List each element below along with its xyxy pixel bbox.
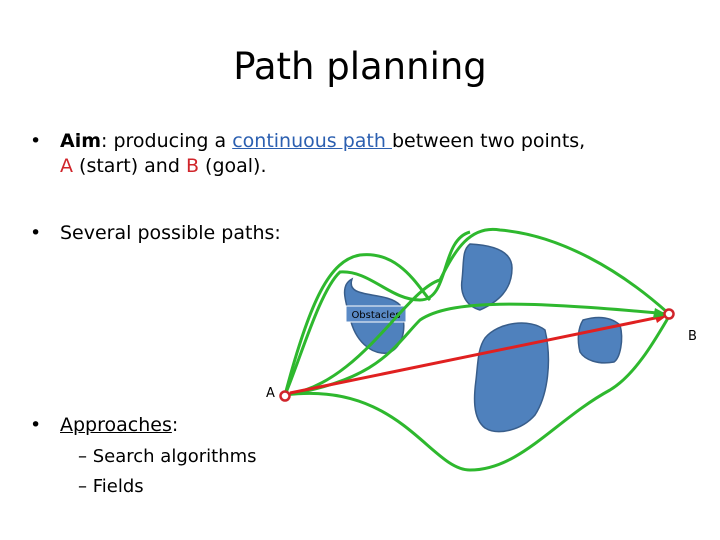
- obstacles-label-box: [345, 305, 407, 323]
- approach-item: – Search algorithms: [78, 446, 257, 467]
- bullet-paths-text: Several possible paths:: [60, 222, 281, 244]
- point-a-ref: A: [60, 155, 73, 177]
- obstacle-shape: [473, 322, 550, 433]
- point-b-ref: B: [185, 155, 199, 177]
- bullet-aim-line1: Aim: producing a continuous path between…: [60, 130, 585, 153]
- bullet-paths: • Several possible paths:: [30, 222, 430, 248]
- slide-title: Path planning: [233, 45, 487, 88]
- path-route-outer: [283, 230, 471, 396]
- path-route-upper-loop: [284, 227, 670, 397]
- point-a-label: A: [266, 386, 275, 401]
- point-b-label: B: [688, 329, 697, 344]
- path-route-lower: [284, 317, 670, 472]
- bullet-aim-line2: A (start) and B (goal).: [60, 155, 267, 178]
- obstacle-shape: [460, 243, 513, 311]
- point-a-marker: [279, 390, 291, 402]
- aim-text-b: between two points,: [391, 130, 586, 152]
- approaches-label: Approaches: [60, 414, 172, 436]
- bullet-marker: •: [30, 414, 42, 436]
- continuous-path-link[interactable]: continuous path: [232, 130, 392, 152]
- bullet-approaches: • Approaches:: [30, 414, 330, 440]
- aim-text-a: : producing a: [101, 130, 233, 152]
- path-route-middle: [284, 302, 669, 397]
- obstacle-shape: [577, 316, 623, 364]
- obstacles-label: Obstacles: [351, 310, 400, 321]
- bullet-approaches-text: Approaches:: [60, 414, 178, 437]
- bullet-marker: •: [30, 130, 42, 152]
- point-b-marker: [663, 308, 675, 320]
- path-straight-line: [289, 315, 661, 395]
- bullet-marker: •: [30, 222, 42, 244]
- bullet-aim: • Aim: producing a continuous path betwe…: [30, 130, 710, 180]
- approaches-suffix: :: [171, 414, 179, 436]
- aim-label: Aim: [60, 130, 102, 152]
- approach-item: – Fields: [78, 476, 144, 497]
- aim-line2-end: (goal).: [199, 155, 267, 177]
- path-route-upper-left: [283, 253, 432, 396]
- aim-line2-mid: (start) and: [73, 155, 186, 177]
